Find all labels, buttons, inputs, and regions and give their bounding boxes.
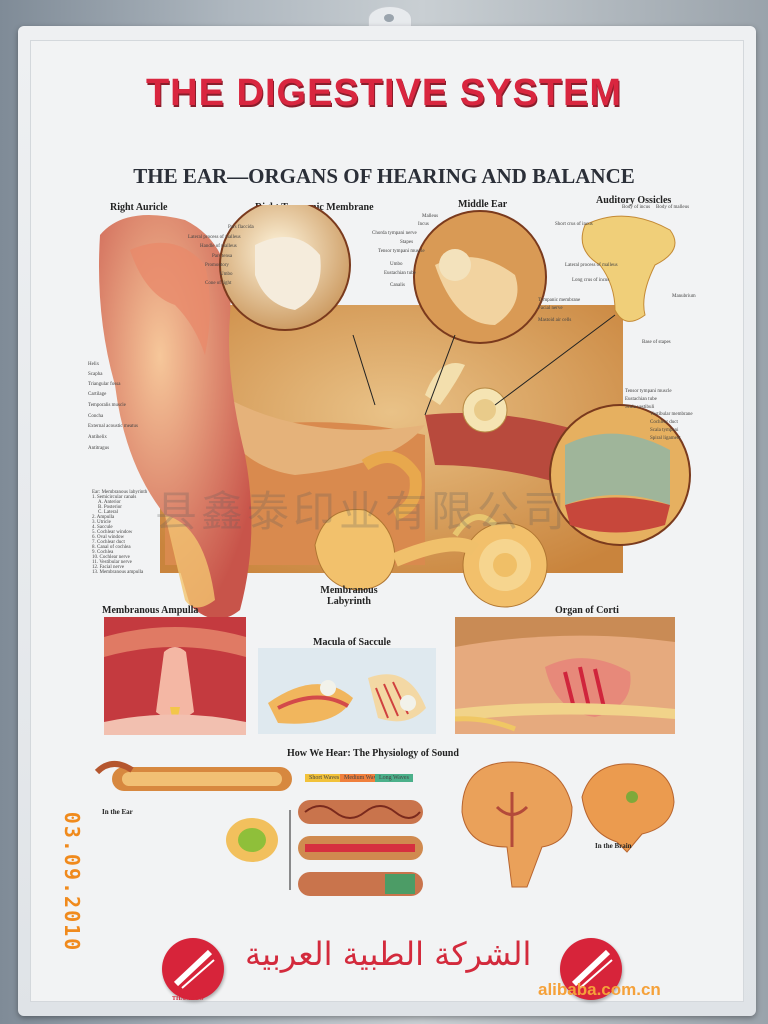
middle-label-6: Umbo <box>390 262 403 267</box>
label-in-the-ear: In the Ear <box>102 808 133 816</box>
tympanic-label-5: Promontory <box>205 263 229 268</box>
auricle-label-cartilage: Cartilage <box>88 392 107 397</box>
right-label-5: Eustachian tube <box>625 397 657 402</box>
list-item: B. Posterior <box>98 505 122 510</box>
ossicle-label-5: Long crus of incus <box>572 278 610 283</box>
tympanic-label-6: Umbo <box>220 272 233 277</box>
ear-tube-diagram <box>94 761 292 791</box>
list-item: Ear: Membranous labyrinth <box>92 490 148 495</box>
tympanic-label-4: Pars tensa <box>212 254 233 259</box>
list-item: 2. Ampulla <box>92 515 115 520</box>
date-stamp: 03.09.2010 <box>60 800 92 960</box>
label-macula-of-saccule: Macula of Saccule <box>313 637 391 648</box>
list-item: 10. Cochlear nerve <box>92 555 130 560</box>
organ-of-corti-panel <box>455 617 675 734</box>
auricle-label-triangular-fossa: Triangular fossa <box>88 382 121 387</box>
label-how-we-hear: How We Hear: The Physiology of Sound <box>287 748 459 759</box>
date-stamp-text: 03.09.2010 <box>60 811 85 953</box>
hanger-hole <box>384 14 394 22</box>
list-item: 8. Canal of cochlea <box>92 545 131 550</box>
ossicle-label-7: Base of stapes <box>642 340 671 345</box>
site-watermark: alibaba.com.cn <box>538 980 661 999</box>
label-membranous-ampulla: Membranous Ampulla <box>102 605 199 616</box>
right-label-8: Cochlear duct <box>650 420 678 425</box>
list-item: 11. Vestibular nerve <box>92 560 132 565</box>
label-auditory-ossicles: Auditory Ossicles <box>596 195 672 206</box>
label-organ-of-corti: Organ of Corti <box>555 605 619 616</box>
poster-subtitle: THE EAR—ORGANS OF HEARING AND BALANCE <box>133 164 635 188</box>
logo-text: THAMECO <box>172 996 204 1002</box>
ossicle-label-3: Body of malleus <box>656 205 690 210</box>
thameco-logo-right <box>560 938 622 1000</box>
right-label-6: Scala vestibuli <box>625 405 655 410</box>
bar-medium-waves: Medium Waves <box>340 774 386 782</box>
sound-waves-diagram <box>226 800 423 896</box>
list-item: 12. Facial nerve <box>92 565 125 570</box>
tympanic-label-2: Lateral process of malleus <box>188 235 241 240</box>
auricle-shape <box>99 215 252 619</box>
list-item: 6. Oval window <box>92 535 125 540</box>
membranous-ampulla-panel <box>104 617 246 735</box>
middle-label-1: Malleus <box>422 214 439 219</box>
right-label-2: Facial nerve <box>538 306 563 311</box>
bar-long-waves: Long Waves <box>375 774 413 782</box>
faint-background-watermark: 县鑫泰印业有限公司 <box>155 487 570 536</box>
auricle-label-temporalis: Temporalis muscle <box>88 403 126 408</box>
ossicle-label-4: Lateral process of malleus <box>565 263 618 268</box>
thameco-logo-left <box>162 938 224 1000</box>
tympanic-label-3: Handle of malleus <box>200 244 237 249</box>
middle-label-4: Stapes <box>400 240 414 245</box>
list-item: 4. Saccule <box>92 525 113 530</box>
list-item: 5. Cochlear window <box>92 530 133 535</box>
ossicle-label-2: Body of incus <box>622 205 651 210</box>
list-item: 3. Utricle <box>92 520 111 525</box>
list-item: 13. Membranous ampulla <box>92 570 144 575</box>
arabic-company-name: الشركة الطبية العربية <box>245 935 532 973</box>
right-label-10: Spiral ligament <box>650 436 681 441</box>
middle-label-3: Chorda tympani nerve <box>372 231 417 236</box>
middle-label-7: Eustachian tube <box>384 271 416 276</box>
auricle-label-antihelix: Antihelix <box>88 435 107 440</box>
macula-of-saccule-panel <box>258 648 436 734</box>
ossicle-label-6: Manubrium <box>672 294 696 299</box>
list-item: 1. Semicircular canals <box>92 495 137 500</box>
label-right-auricle: Right Auricle <box>110 202 168 213</box>
right-label-7: Vestibular membrane <box>650 412 693 417</box>
middle-label-8: Canalis <box>390 283 405 288</box>
middle-label-2: Incus <box>418 222 429 227</box>
auricle-label-helix: Helix <box>88 362 100 367</box>
auricle-label-meatus: External acoustic meatus <box>88 424 138 429</box>
label-in-the-brain: In the Brain <box>595 842 632 850</box>
label-membranous-labyrinth: Membranous Labyrinth <box>320 585 378 607</box>
ear-anatomy-illustration <box>99 205 691 619</box>
list-item: 9. Cochlea <box>92 550 114 555</box>
tympanic-label-1: Pars flaccida <box>228 225 254 230</box>
right-label-3: Mastoid air cells <box>538 318 572 323</box>
labyrinth-legend-list: Ear: Membranous labyrinth 1. Semicircula… <box>92 490 192 575</box>
middle-label-5: Tensor tympani muscle <box>378 249 425 254</box>
list-item: 7. Cochlear duct <box>92 540 125 545</box>
list-item: C. Lateral <box>98 510 118 515</box>
auricle-label-antitragus: Antitragus <box>88 446 110 451</box>
label-middle-ear: Middle Ear <box>458 199 508 210</box>
poster-title: THE DIGESTIVE SYSTEM <box>145 72 623 114</box>
bar-short-waves: Short Waves <box>305 774 344 782</box>
auricle-label-concha: Concha <box>88 414 104 419</box>
list-item: A. Anterior <box>98 500 121 505</box>
auricle-label-scapha: Scapha <box>88 372 103 377</box>
tympanic-label-7: Cone of light <box>205 281 232 286</box>
ossicle-label-1: Short crus of incus <box>555 222 593 227</box>
right-label-1: Tympanic membrane <box>538 298 581 303</box>
right-label-4: Tensor tympani muscle <box>625 389 672 394</box>
right-label-9: Scala tympani <box>650 428 679 433</box>
brain-illustration <box>461 761 675 888</box>
